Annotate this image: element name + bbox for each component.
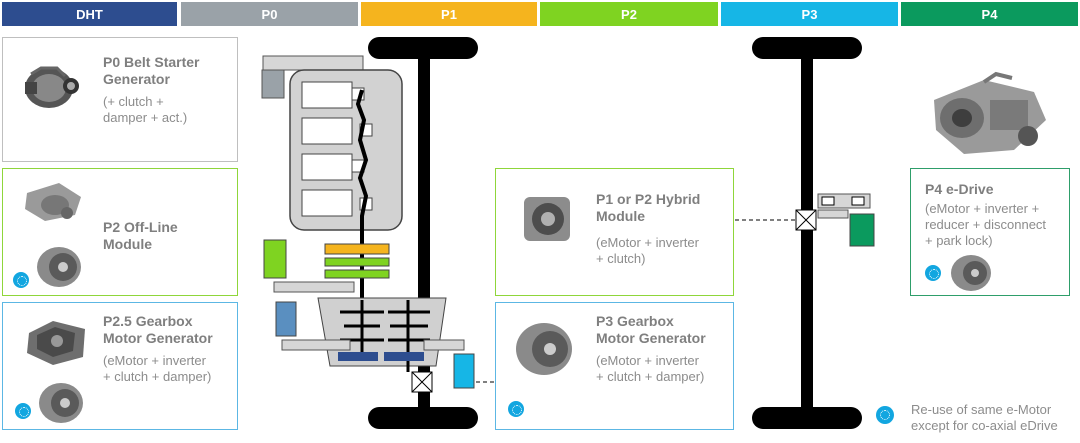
- p4-motor: [849, 213, 875, 247]
- p2-offline-motor: [263, 239, 287, 279]
- header-dht: DHT: [2, 2, 177, 26]
- header-label: P0: [261, 6, 278, 22]
- card-subtitle: (eMotor + inverter + reducer + disconnec…: [925, 201, 1047, 248]
- p2-motor-ring-b: [324, 269, 390, 279]
- p25-motor: [275, 301, 297, 337]
- header-p2: P2: [540, 2, 718, 26]
- card-p4-edrive: P4 e-Drive (eMotor + inverter + reducer …: [910, 168, 1070, 296]
- card-title: P1 or P2 Hybrid Module: [596, 191, 701, 224]
- p0-belt: [262, 55, 364, 71]
- header-p4: P4: [901, 2, 1078, 26]
- header-label: P2: [621, 6, 637, 22]
- gearbox-housing: [317, 297, 447, 367]
- rear-wheel-bottom: [752, 407, 862, 429]
- header-p0: P0: [181, 2, 358, 26]
- card-title: P2 Off-Line Module: [103, 219, 178, 252]
- p3-motor: [453, 353, 475, 389]
- reuse-icon: [876, 406, 894, 424]
- header-label: DHT: [76, 6, 103, 22]
- reuse-icon: [13, 272, 29, 288]
- reuse-icon: [15, 403, 31, 419]
- header-label: P1: [441, 6, 457, 22]
- p4-shaft: [817, 209, 849, 219]
- p0-motor: [261, 69, 285, 99]
- card-title: P3 Gearbox Motor Generator: [596, 313, 706, 346]
- card-title: P0 Belt Starter Generator: [103, 54, 200, 87]
- gearbox-image: [27, 321, 85, 365]
- rear-axle: [801, 48, 813, 418]
- card-p3-gearbox-motor: P3 Gearbox Motor Generator (eMotor + inv…: [495, 302, 734, 430]
- crankshaft: [355, 89, 369, 300]
- card-p0-belt-starter: P0 Belt Starter Generator (+ clutch + da…: [2, 37, 238, 162]
- reuse-legend-text: Re-use of same e-Motor except for co-axi…: [911, 402, 1058, 433]
- emotor-image: [951, 255, 991, 291]
- p3-shaft: [423, 339, 465, 351]
- p25-shaft: [281, 339, 351, 351]
- card-p1-p2-hybrid-module: P1 or P2 Hybrid Module (eMotor + inverte…: [495, 168, 734, 296]
- header-label: P4: [981, 6, 998, 22]
- card-subtitle: (eMotor + inverter + clutch): [596, 235, 699, 266]
- belt-starter-generator-image: [25, 66, 79, 108]
- card-p2-offline-module: P2 Off-Line Module: [2, 168, 238, 296]
- card-subtitle: (+ clutch + damper + act.): [103, 94, 188, 125]
- card-title: P4 e-Drive: [925, 181, 994, 197]
- gearbox-bearing-right: [384, 352, 424, 361]
- emotor-image: [37, 247, 81, 287]
- header-p3: P3: [721, 2, 898, 26]
- card-subtitle: (eMotor + inverter + clutch + damper): [103, 353, 212, 384]
- front-wheel-top: [368, 37, 478, 59]
- rear-wheel-top: [752, 37, 862, 59]
- reuse-icon: [508, 401, 524, 417]
- card-title: P2.5 Gearbox Motor Generator: [103, 313, 213, 346]
- p2-offline-shaft: [273, 281, 355, 293]
- header-label: P3: [801, 6, 818, 22]
- card-p25-gearbox-motor: P2.5 Gearbox Motor Generator (eMotor + i…: [2, 302, 238, 430]
- emotor-image: [39, 383, 83, 423]
- gearbox-bearing-left: [338, 352, 378, 361]
- reuse-icon: [925, 265, 941, 281]
- hybrid-module-image: [524, 197, 570, 241]
- front-wheel-bottom: [368, 407, 478, 429]
- card-subtitle: (eMotor + inverter + clutch + damper): [596, 353, 705, 384]
- header-p1: P1: [361, 2, 537, 26]
- p2-motor-ring-a: [324, 257, 390, 267]
- p1-motor: [324, 243, 390, 255]
- edrive-unit-image: [934, 71, 1046, 154]
- offline-module-image: [25, 183, 81, 221]
- emotor-image: [516, 323, 572, 375]
